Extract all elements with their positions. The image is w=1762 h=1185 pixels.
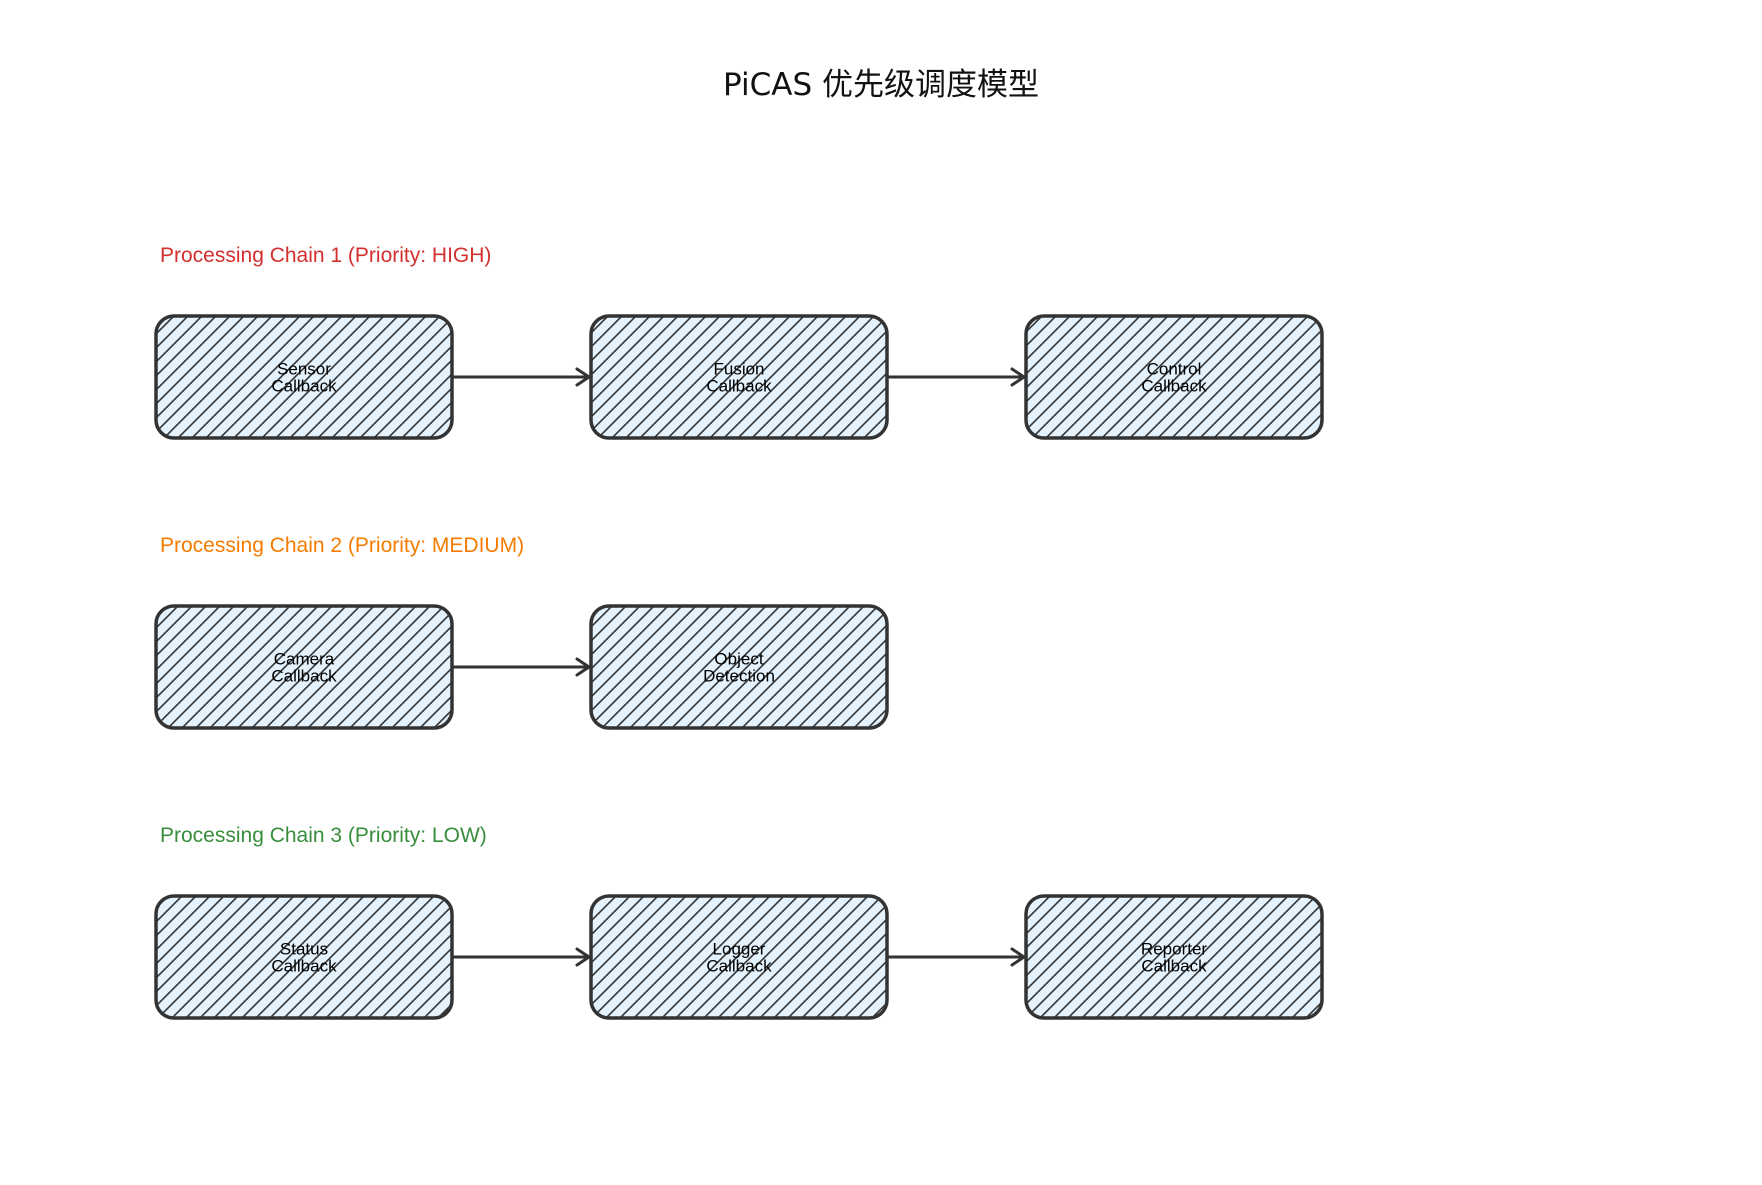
callback-node-label: Callback	[271, 377, 337, 396]
callback-node-label: Callback	[706, 957, 772, 976]
flow-arrow	[452, 947, 591, 967]
callback-node-label: Callback	[271, 667, 337, 686]
flow-arrow	[452, 367, 591, 387]
diagram-title: PiCAS 优先级调度模型	[723, 67, 1039, 103]
chain-3: Processing Chain 3 (Priority: LOW) Status…	[154, 824, 1324, 1020]
callback-node-label: Reporter	[1141, 940, 1207, 959]
callback-node-box	[1024, 314, 1324, 440]
callback-node-label: Logger	[713, 940, 766, 959]
callback-node-label: Control	[1147, 360, 1202, 379]
callback-node-label: Callback	[706, 377, 772, 396]
chain-1-label: Processing Chain 1 (Priority: HIGH)	[160, 244, 491, 267]
callback-node-label: Detection	[703, 667, 775, 686]
callback-node-label: Callback	[271, 957, 337, 976]
callback-node-label: Status	[280, 940, 328, 959]
chain-2-label: Processing Chain 2 (Priority: MEDIUM)	[160, 534, 524, 557]
callback-node-box	[1024, 894, 1324, 1020]
callback-node-label: Fusion	[713, 360, 764, 379]
callback-node-box	[589, 604, 889, 730]
callback-node-label: Camera	[274, 650, 335, 669]
chain-2: Processing Chain 2 (Priority: MEDIUM) Cam…	[154, 534, 889, 730]
callback-node-label: Object	[714, 650, 763, 669]
callback-node-label: Callback	[1141, 377, 1207, 396]
chain-3-label: Processing Chain 3 (Priority: LOW)	[160, 824, 487, 847]
callback-node-label: Sensor	[277, 360, 331, 379]
chain-1: Processing Chain 1 (Priority: HIGH) Senso…	[154, 244, 1324, 440]
flow-arrow	[452, 657, 591, 677]
chains-layer: Processing Chain 1 (Priority: HIGH) Senso…	[154, 244, 1324, 1020]
flow-arrow	[887, 367, 1026, 387]
flow-arrow	[887, 947, 1026, 967]
callback-node-label: Callback	[1141, 957, 1207, 976]
